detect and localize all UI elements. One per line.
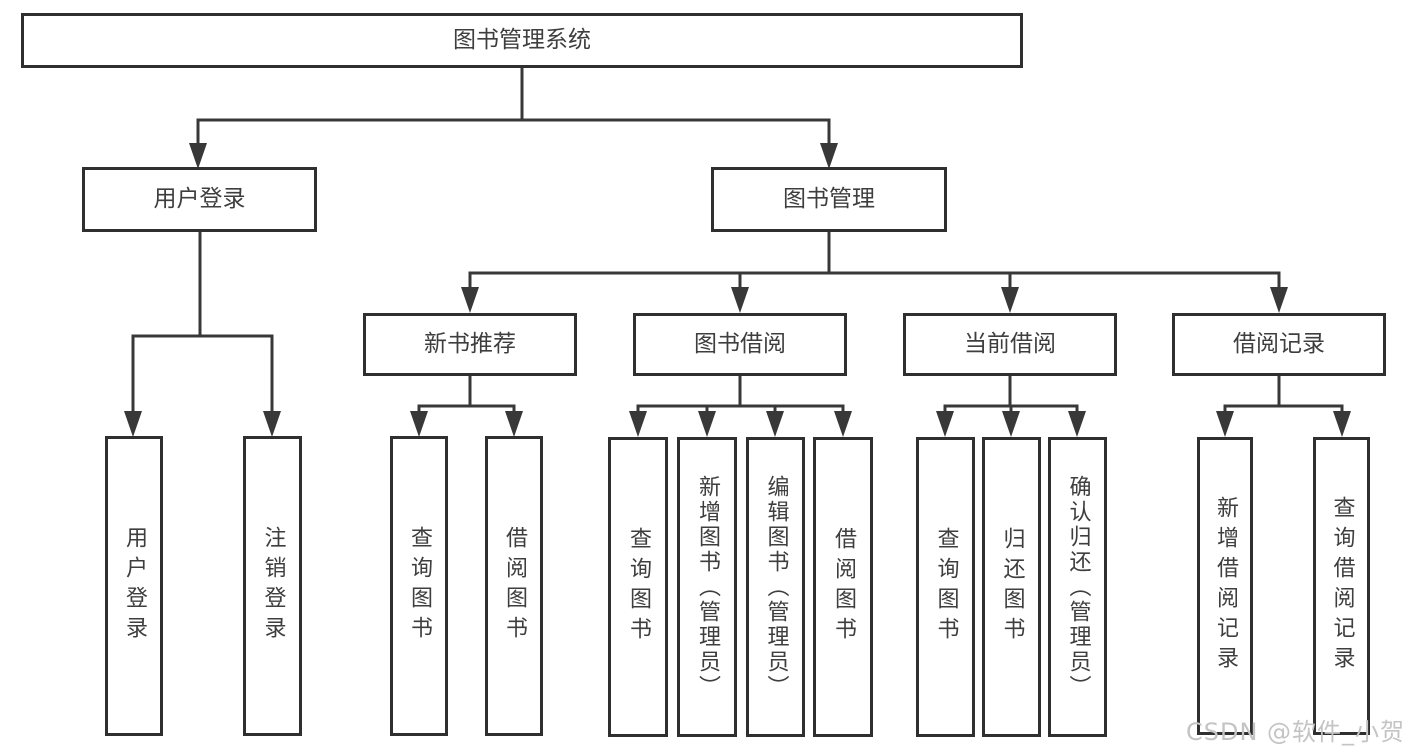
leaf-logout: 注销登录 bbox=[243, 436, 302, 736]
csdn-watermark: CSDN @软件_小贺同学 bbox=[1186, 718, 1405, 746]
leaf-borrow-books: 借阅图书 bbox=[813, 437, 873, 737]
node-current-borrowing: 当前借阅 bbox=[903, 313, 1117, 376]
leaf-borrow-books: 借阅图书 bbox=[485, 436, 543, 736]
node-new-book-recommendation: 新书推荐 bbox=[363, 313, 577, 376]
leaf-add-borrowing-record: 新增借阅记录 bbox=[1197, 437, 1253, 735]
leaf-return-books: 归还图书 bbox=[982, 437, 1041, 737]
leaf-add-books-admin: 新增图书（管理员） bbox=[677, 437, 737, 737]
node-library-management-system: 图书管理系统 bbox=[21, 13, 1023, 68]
node-borrowing-records: 借阅记录 bbox=[1172, 313, 1386, 376]
leaf-query-books: 查询图书 bbox=[916, 437, 975, 737]
leaf-confirm-return-admin: 确认归还（管理员） bbox=[1048, 437, 1107, 737]
leaf-user-login: 用户登录 bbox=[105, 436, 163, 736]
leaf-query-borrowing-record: 查询借阅记录 bbox=[1313, 437, 1370, 735]
leaf-query-books: 查询图书 bbox=[390, 436, 448, 736]
node-book-borrowing: 图书借阅 bbox=[633, 313, 847, 376]
leaf-query-books: 查询图书 bbox=[608, 437, 668, 737]
node-book-management: 图书管理 bbox=[711, 167, 947, 232]
leaf-edit-books-admin: 编辑图书（管理员） bbox=[746, 437, 805, 737]
node-user-login: 用户登录 bbox=[82, 167, 317, 232]
